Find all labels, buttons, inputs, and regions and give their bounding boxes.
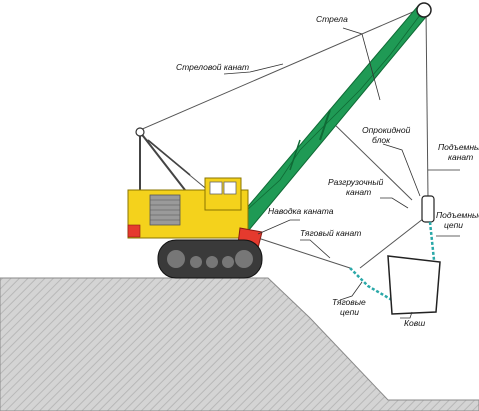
boom-head-sheave	[416, 2, 432, 18]
label-drag-rope: Тяговый канат	[300, 228, 361, 238]
label-drag-chains: Тяговые цепи	[332, 297, 368, 317]
label-hoist-rope: Подъемный канат	[438, 142, 479, 162]
label-boom: Стрела	[316, 14, 348, 24]
label-bucket: Ковш	[404, 318, 425, 328]
a-frame	[135, 127, 191, 200]
drag-rope	[257, 237, 351, 269]
ground	[0, 277, 479, 411]
boom-rope	[139, 7, 423, 131]
dump-rope	[329, 119, 413, 201]
leader-lines	[223, 27, 460, 319]
bucket	[387, 255, 441, 315]
label-boom-rope: Стреловой канат	[176, 62, 249, 72]
label-hoist-chains: Подъемные цепи	[436, 210, 479, 230]
label-guide-rope: Наводка каната	[268, 206, 334, 216]
label-tipping-block: Опрокидной блок	[362, 125, 413, 145]
hoist-rope	[425, 9, 429, 199]
drag-chains	[349, 267, 393, 302]
boom	[227, 5, 431, 237]
tipping-block	[421, 195, 435, 223]
dump-rope-2	[359, 214, 429, 269]
label-dump-rope: Разгрузочный канат	[328, 177, 386, 197]
machine-house	[127, 177, 249, 239]
crawler-track	[157, 239, 263, 279]
